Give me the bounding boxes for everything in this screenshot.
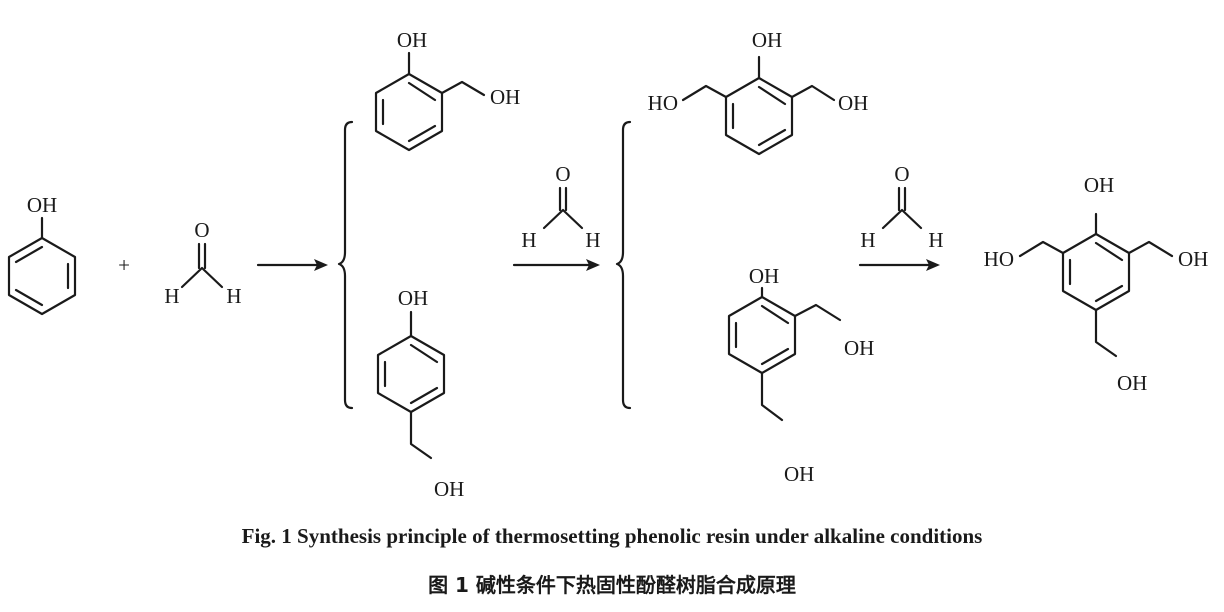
dmp26-phenol-oh-label: OH <box>752 28 782 52</box>
formaldehyde-3-h-left-label: H <box>860 228 875 252</box>
brace-2 <box>615 120 632 410</box>
o-phenol-oh-label: OH <box>397 28 427 52</box>
tmp-phenol-oh-label: OH <box>1084 173 1114 197</box>
formaldehyde-1: O H H <box>164 218 241 308</box>
figure-caption-chinese: 图 1 碱性条件下热固性酚醛树脂合成原理 <box>428 573 796 597</box>
tmp-left-ho-label: HO <box>984 247 1014 271</box>
formaldehyde-3: O H H <box>860 162 943 252</box>
o-hydroxymethylphenol: OH OH <box>374 28 520 152</box>
dmp26-left-ho-label: HO <box>648 91 678 115</box>
reaction-arrow-1 <box>256 259 328 271</box>
p-phenol-oh-label: OH <box>398 286 428 310</box>
plus-sign: + <box>118 253 130 277</box>
formaldehyde-2-o-label: O <box>555 162 570 186</box>
formaldehyde-1-o-label: O <box>194 218 209 242</box>
formaldehyde-3-h-right-label: H <box>928 228 943 252</box>
dmp24-para-oh-label: OH <box>784 462 814 486</box>
tmp-para-oh-label: OH <box>1117 371 1147 395</box>
p-methylol-oh-label: OH <box>434 477 464 501</box>
formaldehyde-2-h-right-label: H <box>585 228 600 252</box>
formaldehyde-2-h-left-label: H <box>521 228 536 252</box>
formaldehyde-1-h-left-label: H <box>164 284 179 308</box>
reaction-scheme: OH + O H H OH OH OH OH O H H <box>7 28 1209 501</box>
brace-1 <box>337 120 354 410</box>
dmp24-ortho-oh-label: OH <box>844 336 874 360</box>
formaldehyde-2: O H H <box>521 162 600 252</box>
dmp24-phenol-oh-label: OH <box>749 264 779 288</box>
p-hydroxymethylphenol: OH OH <box>376 286 464 501</box>
figure-caption-english: Fig. 1 Synthesis principle of thermosett… <box>241 524 983 548</box>
2-4-dihydroxymethylphenol: OH OH OH <box>727 264 874 486</box>
2-6-dihydroxymethylphenol: OH HO OH <box>648 28 868 156</box>
o-methylol-oh-label: OH <box>490 85 520 109</box>
phenol-oh-label: OH <box>27 193 57 217</box>
phenol: OH <box>7 193 77 316</box>
reaction-arrow-3 <box>858 259 940 271</box>
reaction-arrow-2 <box>512 259 600 271</box>
formaldehyde-3-o-label: O <box>894 162 909 186</box>
dmp26-right-oh-label: OH <box>838 91 868 115</box>
2-4-6-trihydroxymethylphenol: OH HO OH OH <box>984 173 1209 395</box>
formaldehyde-1-h-right-label: H <box>226 284 241 308</box>
tmp-right-oh-label: OH <box>1178 247 1208 271</box>
